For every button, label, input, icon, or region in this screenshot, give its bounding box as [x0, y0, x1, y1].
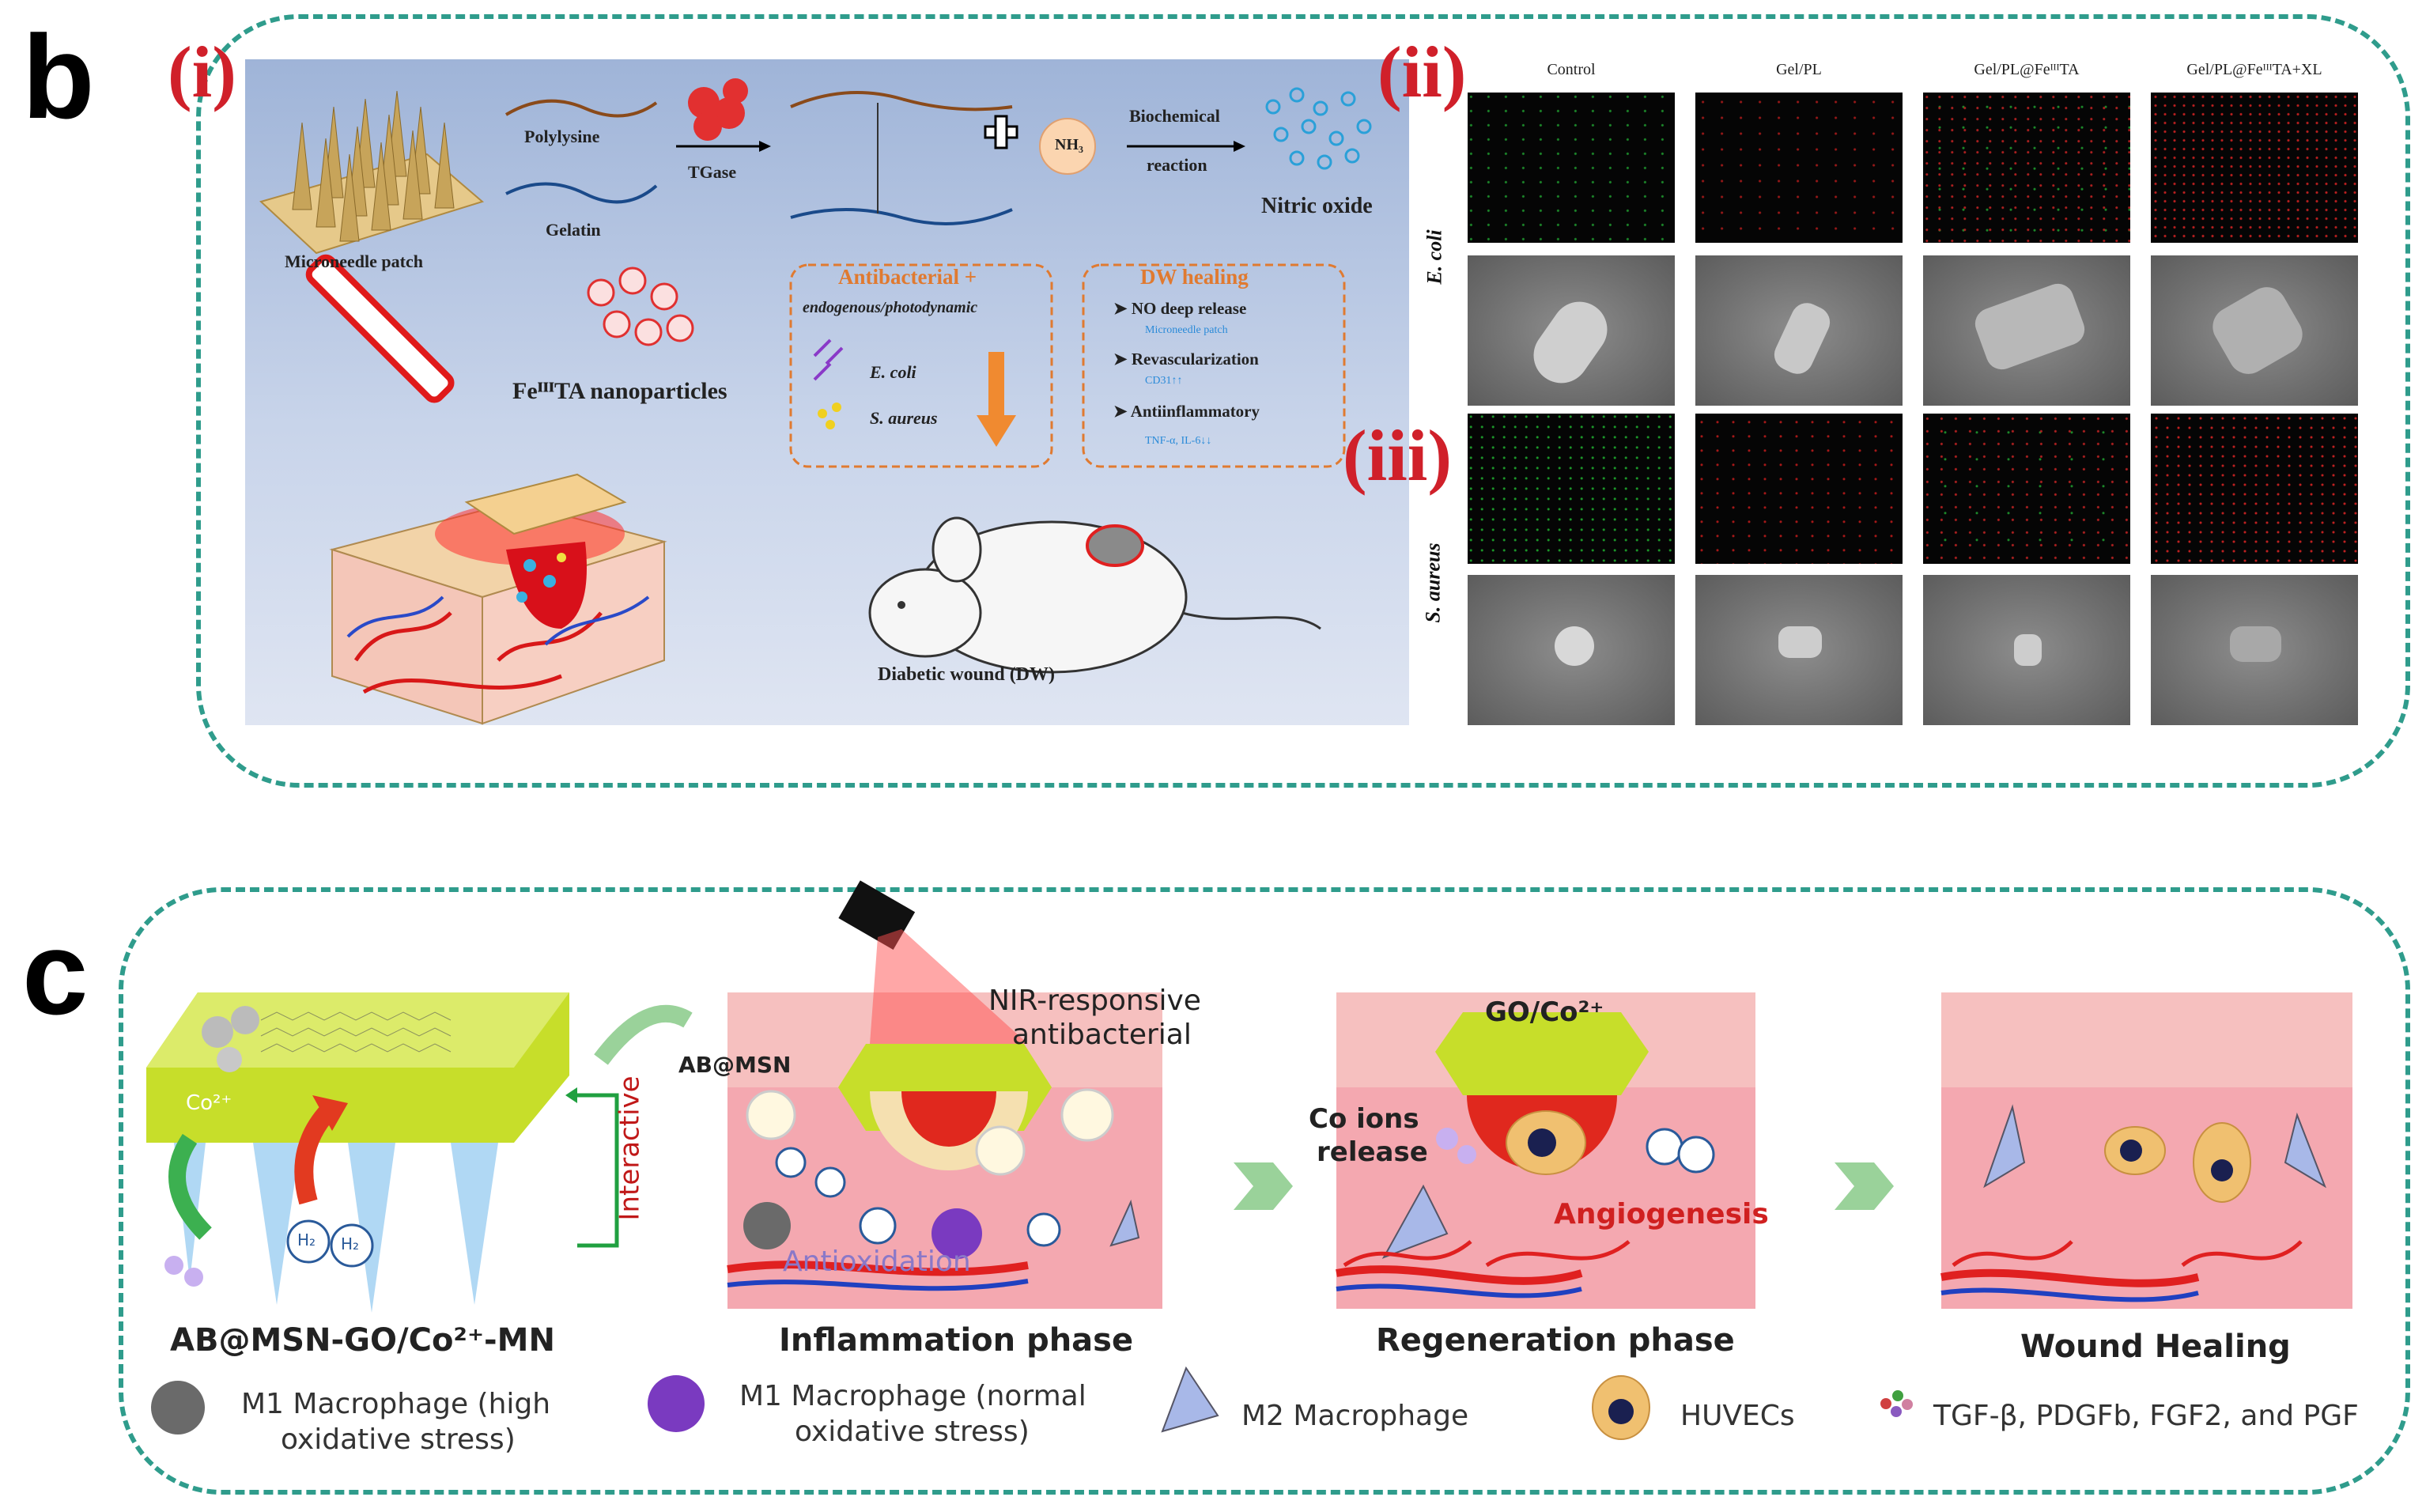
- panel-b-letter: b: [22, 10, 95, 143]
- fluorescence-image: [1468, 414, 1675, 564]
- sem-image: [1695, 255, 1903, 406]
- label-sub-i: (i): [168, 32, 236, 112]
- label-tgase: TGase: [688, 162, 737, 182]
- sem-image: [1923, 575, 2130, 725]
- sem-image: [1468, 575, 1675, 725]
- nir-label-line2: antibacterial: [1012, 1019, 1192, 1051]
- regeneration-label: Regeneration phase: [1376, 1322, 1735, 1359]
- co-ions-line1: Co ions: [1309, 1103, 1419, 1135]
- ab-msn-label: AB@MSN: [678, 1052, 792, 1078]
- column-header-control: Control: [1547, 61, 1596, 78]
- sem-image: [2151, 575, 2358, 725]
- dw-item-3: ➤ Antiinflammatory: [1113, 402, 1260, 421]
- dw-sub-1: Microneedle patch: [1145, 324, 1228, 336]
- legend-m1-normal-line1: M1 Macrophage (normal: [739, 1380, 1086, 1412]
- co-label: Co²⁺: [186, 1091, 232, 1115]
- scheme-i-background: [245, 59, 1409, 725]
- wound-healing-label: Wound Healing: [2020, 1329, 2291, 1365]
- sem-image: [1468, 255, 1675, 406]
- label-microneedle-patch: Microneedle patch: [285, 251, 423, 271]
- legend-m1-high-line1: M1 Macrophage (high: [241, 1388, 551, 1420]
- dw-item-2: ➤ Revascularization: [1113, 350, 1259, 369]
- patch-label: AB@MSN-GO/Co²⁺-MN: [170, 1322, 555, 1359]
- label-nh3: NH₃: [1055, 136, 1083, 153]
- fluorescence-image: [2151, 93, 2358, 243]
- sem-image: [1695, 575, 1903, 725]
- scheme-i-graphics: [259, 78, 1372, 725]
- label-reaction: reaction: [1147, 155, 1207, 175]
- label-sub-ii: (ii): [1377, 32, 1467, 112]
- antioxidation-label: Antioxidation: [783, 1246, 971, 1278]
- dw-item-2-text: Revascularization: [1131, 350, 1259, 369]
- inflammation-label: Inflammation phase: [779, 1322, 1134, 1359]
- co-ions-line2: release: [1317, 1136, 1428, 1168]
- fluorescence-image: [1695, 93, 1903, 243]
- legend-huvecs: HUVECs: [1680, 1400, 1795, 1432]
- fluorescence-image: [1695, 414, 1903, 564]
- label-antibacterial-sub: endogenous/photodynamic: [803, 299, 978, 316]
- label-s-aureus: S. aureus: [870, 408, 938, 428]
- label-mouse: Diabetic wound (DW): [878, 664, 1056, 685]
- dw-item-3-text: Antiinflammatory: [1130, 402, 1260, 421]
- panel-b-frame: [196, 14, 2410, 788]
- label-polylysine: Polylysine: [524, 127, 600, 146]
- legend-m1-normal-line2: oxidative stress): [795, 1416, 1030, 1448]
- column-header-gel-pl-feta: Gel/PL@FeᴵᴵᴵTA: [1974, 61, 2080, 78]
- fluorescence-image: [1923, 414, 2130, 564]
- column-header-gel-pl-feta-xl: Gel/PL@FeᴵᴵᴵTA+XL: [2186, 61, 2322, 78]
- label-nanoparticles: FeᴵᴵᴵTA nanoparticles: [512, 378, 727, 404]
- sem-image: [1923, 255, 2130, 406]
- dw-item-1: ➤ NO deep release: [1113, 299, 1247, 318]
- panel-c-frame: [119, 887, 2410, 1495]
- panel-c-letter: c: [22, 906, 89, 1039]
- column-header-gel-pl: Gel/PL: [1776, 61, 1822, 78]
- h2-label: H₂: [297, 1230, 316, 1249]
- label-antibacterial-title: Antibacterial +: [838, 265, 977, 289]
- fluorescence-image: [1468, 93, 1675, 243]
- go-co-label: GO/Co²⁺: [1485, 996, 1604, 1028]
- interactive-label: Interactive: [614, 1075, 646, 1221]
- label-nitric-oxide: Nitric oxide: [1261, 194, 1373, 218]
- dw-sub-2: CD31↑↑: [1145, 375, 1183, 387]
- legend-m1-high-line2: oxidative stress): [281, 1423, 516, 1456]
- label-dw-title: DW healing: [1140, 265, 1249, 289]
- h2-label: H₂: [341, 1234, 360, 1253]
- legend-m2: M2 Macrophage: [1241, 1400, 1469, 1432]
- fluorescence-image: [1923, 93, 2130, 243]
- legend-growth-factors: TGF-β, PDGFb, FGF2, and PGF: [1933, 1400, 2359, 1432]
- label-gelatin: Gelatin: [546, 220, 601, 240]
- dw-item-1-text: NO deep release: [1131, 299, 1247, 318]
- angiogenesis-label: Angiogenesis: [1554, 1198, 1769, 1230]
- label-sub-iii: (iii): [1343, 415, 1452, 496]
- fluorescence-image: [2151, 414, 2358, 564]
- label-e-coli: E. coli: [870, 362, 916, 382]
- sem-image: [2151, 255, 2358, 406]
- dw-sub-3: TNF-α, IL-6↓↓: [1145, 435, 1212, 447]
- nir-label-line1: NIR-responsive: [988, 985, 1201, 1017]
- label-biochemical: Biochemical: [1129, 106, 1220, 126]
